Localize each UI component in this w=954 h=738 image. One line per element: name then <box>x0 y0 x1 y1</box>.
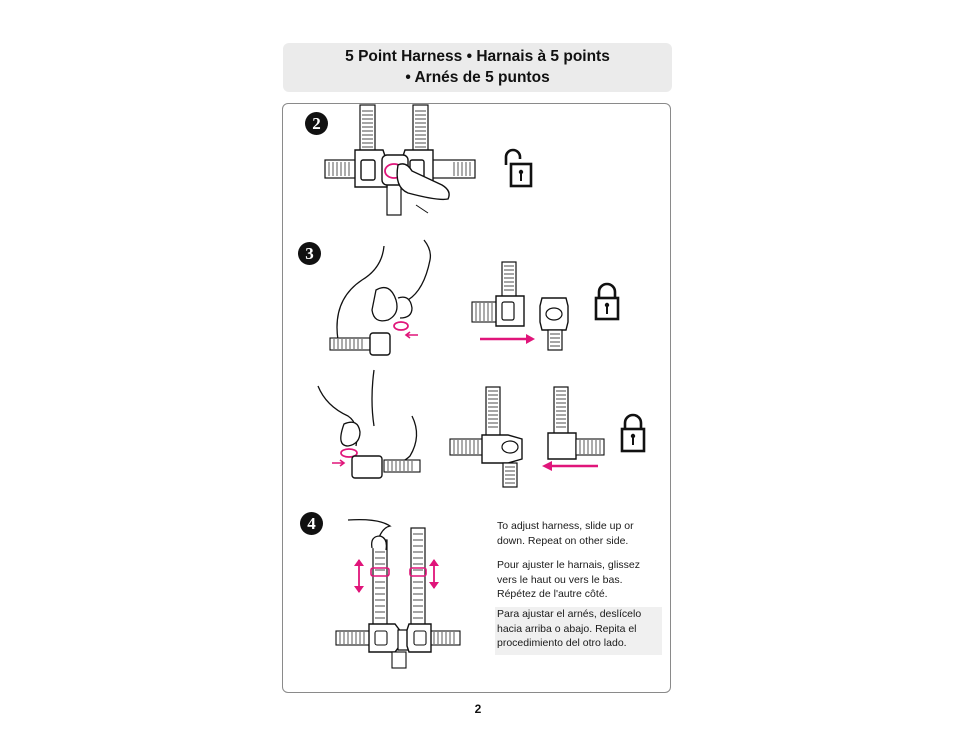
harness-adjust-illustration <box>335 518 461 669</box>
step-4-badge: 4 <box>300 512 323 535</box>
locked-padlock-icon <box>594 282 620 321</box>
buckle-insert-hands-illustration <box>329 239 432 356</box>
buckle-approach-illustration <box>471 261 569 351</box>
unlocked-padlock-icon <box>504 148 533 188</box>
title-line-2: • Arnés de 5 puntos <box>405 69 550 86</box>
caption-spanish: Para ajustar el arnés, deslícelo hacia a… <box>495 607 662 655</box>
title-line-1: 5 Point Harness • Harnais à 5 points <box>345 48 610 65</box>
buckle-release-illustration <box>324 104 476 216</box>
step-2-badge: 2 <box>305 112 328 135</box>
section-title: 5 Point Harness • Harnais à 5 points • A… <box>283 43 672 92</box>
step-3-badge: 3 <box>298 242 321 265</box>
caption-french: Pour ajuster le harnais, glissez vers le… <box>497 559 640 600</box>
page-number: 2 <box>474 702 482 716</box>
caption-english: To adjust harness, slide up or down. Rep… <box>497 520 634 547</box>
instructions-panel <box>282 103 671 693</box>
locked-padlock-icon-2 <box>620 413 646 453</box>
buckle-push-hands-illustration <box>317 369 421 479</box>
buckle-locked-illustration <box>449 386 605 488</box>
